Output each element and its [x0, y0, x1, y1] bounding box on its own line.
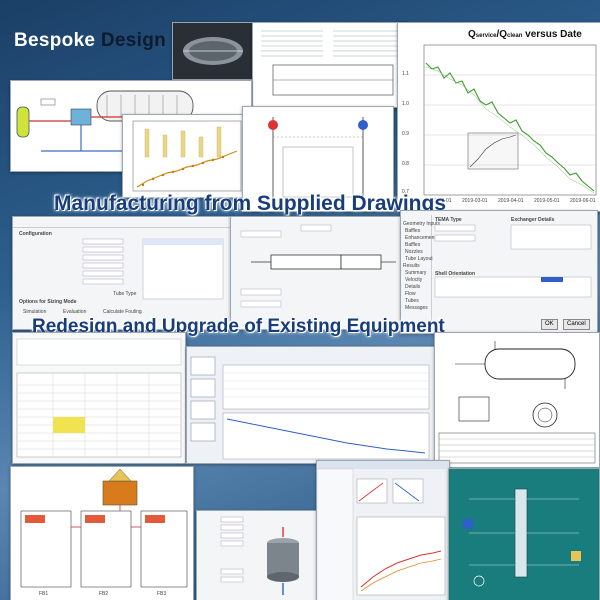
chart-ytick-2: 1.0	[402, 101, 409, 107]
headline-manufacturing: Manufacturing from Supplied Drawings	[54, 192, 447, 215]
temperature-chart-panel	[122, 114, 246, 198]
shell-orientation-label: Shell Orientation	[435, 271, 476, 277]
chart-ytick-5: 0.7	[402, 189, 409, 195]
temperature-chart-svg	[132, 120, 242, 192]
shell-side-schematic	[240, 224, 396, 308]
chart-xtick-1: 2019-02-01	[426, 198, 452, 204]
menu-item-7[interactable]: Summary	[405, 270, 427, 276]
radio-evaluation[interactable]: Evaluation	[63, 309, 87, 315]
sizing-dialog-fields	[82, 238, 224, 300]
date-line-chart	[423, 44, 597, 196]
shell-side-dialog-panel	[230, 216, 402, 330]
shell-drawing-svg	[268, 117, 368, 207]
menu-item-3[interactable]: Baffles	[405, 242, 421, 248]
fd-label-3: FB3	[157, 591, 167, 597]
menu-item-11[interactable]: Tubes	[405, 298, 419, 304]
brand-word-1: Bespoke	[14, 30, 96, 51]
tube-bundle-svg	[183, 37, 243, 65]
fd-label-2: FB2	[99, 591, 109, 597]
chart-title: Qservice/Qclean versus Date	[468, 29, 582, 40]
shell-drawing-panel	[242, 106, 394, 212]
teal-process-svg	[463, 488, 581, 587]
chart-ytick-4: 0.8	[402, 161, 409, 167]
brand-word-2: Design	[100, 30, 167, 51]
config-section-label: Configuration	[19, 231, 52, 237]
menu-item-4[interactable]: Nozzles	[405, 249, 423, 255]
chart-ytick-1: 1.1	[402, 71, 409, 77]
temperature-app-panel	[316, 460, 450, 600]
date-chart-panel: Qservice/Qclean versus Date 1.1 1.0 0.9 …	[397, 22, 600, 212]
flow-table-svg	[16, 338, 182, 458]
profile-plot-svg	[190, 356, 430, 460]
radio-simulation[interactable]: Simulation	[23, 309, 47, 315]
vessel-drawing-panel	[434, 332, 600, 468]
teal-process-panel	[448, 468, 600, 600]
temperature-app-svg	[317, 461, 449, 600]
menu-item-12[interactable]: Messages	[405, 305, 428, 311]
menu-item-5[interactable]: Tube Layout	[405, 256, 433, 262]
tank-schematic-svg	[20, 468, 188, 588]
menu-item-9[interactable]: Details	[405, 284, 421, 290]
chart-xtick-2: 2019-03-01	[462, 198, 488, 204]
cancel-button[interactable]: Cancel	[563, 319, 590, 330]
menu-item-10[interactable]: Flow	[405, 291, 416, 297]
chart-series-line	[425, 62, 595, 192]
chart-ytick-3: 0.9	[402, 131, 409, 137]
tema-type-label: TEMA Type	[435, 217, 462, 223]
headline-redesign: Redesign and Upgrade of Existing Equipme…	[32, 316, 445, 337]
profile-plot-panel	[186, 346, 436, 464]
radio-calculate-fouling[interactable]: Calculate Fouling	[103, 309, 142, 315]
tank-schematic-panel: FB1 FB2 FB3	[10, 466, 194, 600]
tube-bundle-render	[172, 22, 254, 80]
chart-xtick-3: 2019-04-01	[498, 198, 524, 204]
tube-type-label: Tube Type	[113, 291, 137, 297]
menu-item-1[interactable]: Baffles	[405, 228, 421, 234]
ok-button[interactable]: OK	[541, 319, 558, 330]
spec-sheet-panel	[252, 22, 409, 108]
brand-logo: Bespoke Design	[14, 30, 166, 52]
sizing-options-label: Options for Sizing Mode	[19, 299, 77, 305]
chart-xtick-5: 2019-06-01	[570, 198, 596, 204]
fd-label-1: FB1	[39, 591, 49, 597]
menu-item-6[interactable]: Results	[403, 263, 420, 269]
menu-item-2[interactable]: Enhancement	[405, 235, 436, 241]
vessel-drawing-svg	[438, 341, 596, 464]
tema-dialog-fields	[434, 224, 592, 298]
menu-item-0[interactable]: Geometry Inputs	[403, 221, 440, 227]
cylinder-dialog-svg	[220, 516, 299, 595]
spec-sheet-lines	[261, 30, 398, 96]
chart-xtick-4: 2019-05-01	[534, 198, 560, 204]
sizing-dialog-panel: Configuration Tube Type Options for Sizi…	[12, 216, 232, 330]
exchanger-details-label: Exchanger Details	[511, 217, 555, 223]
menu-item-8[interactable]: Velocity	[405, 277, 423, 283]
flow-table-panel	[12, 332, 186, 464]
cylinder-dialog-panel	[196, 510, 318, 600]
